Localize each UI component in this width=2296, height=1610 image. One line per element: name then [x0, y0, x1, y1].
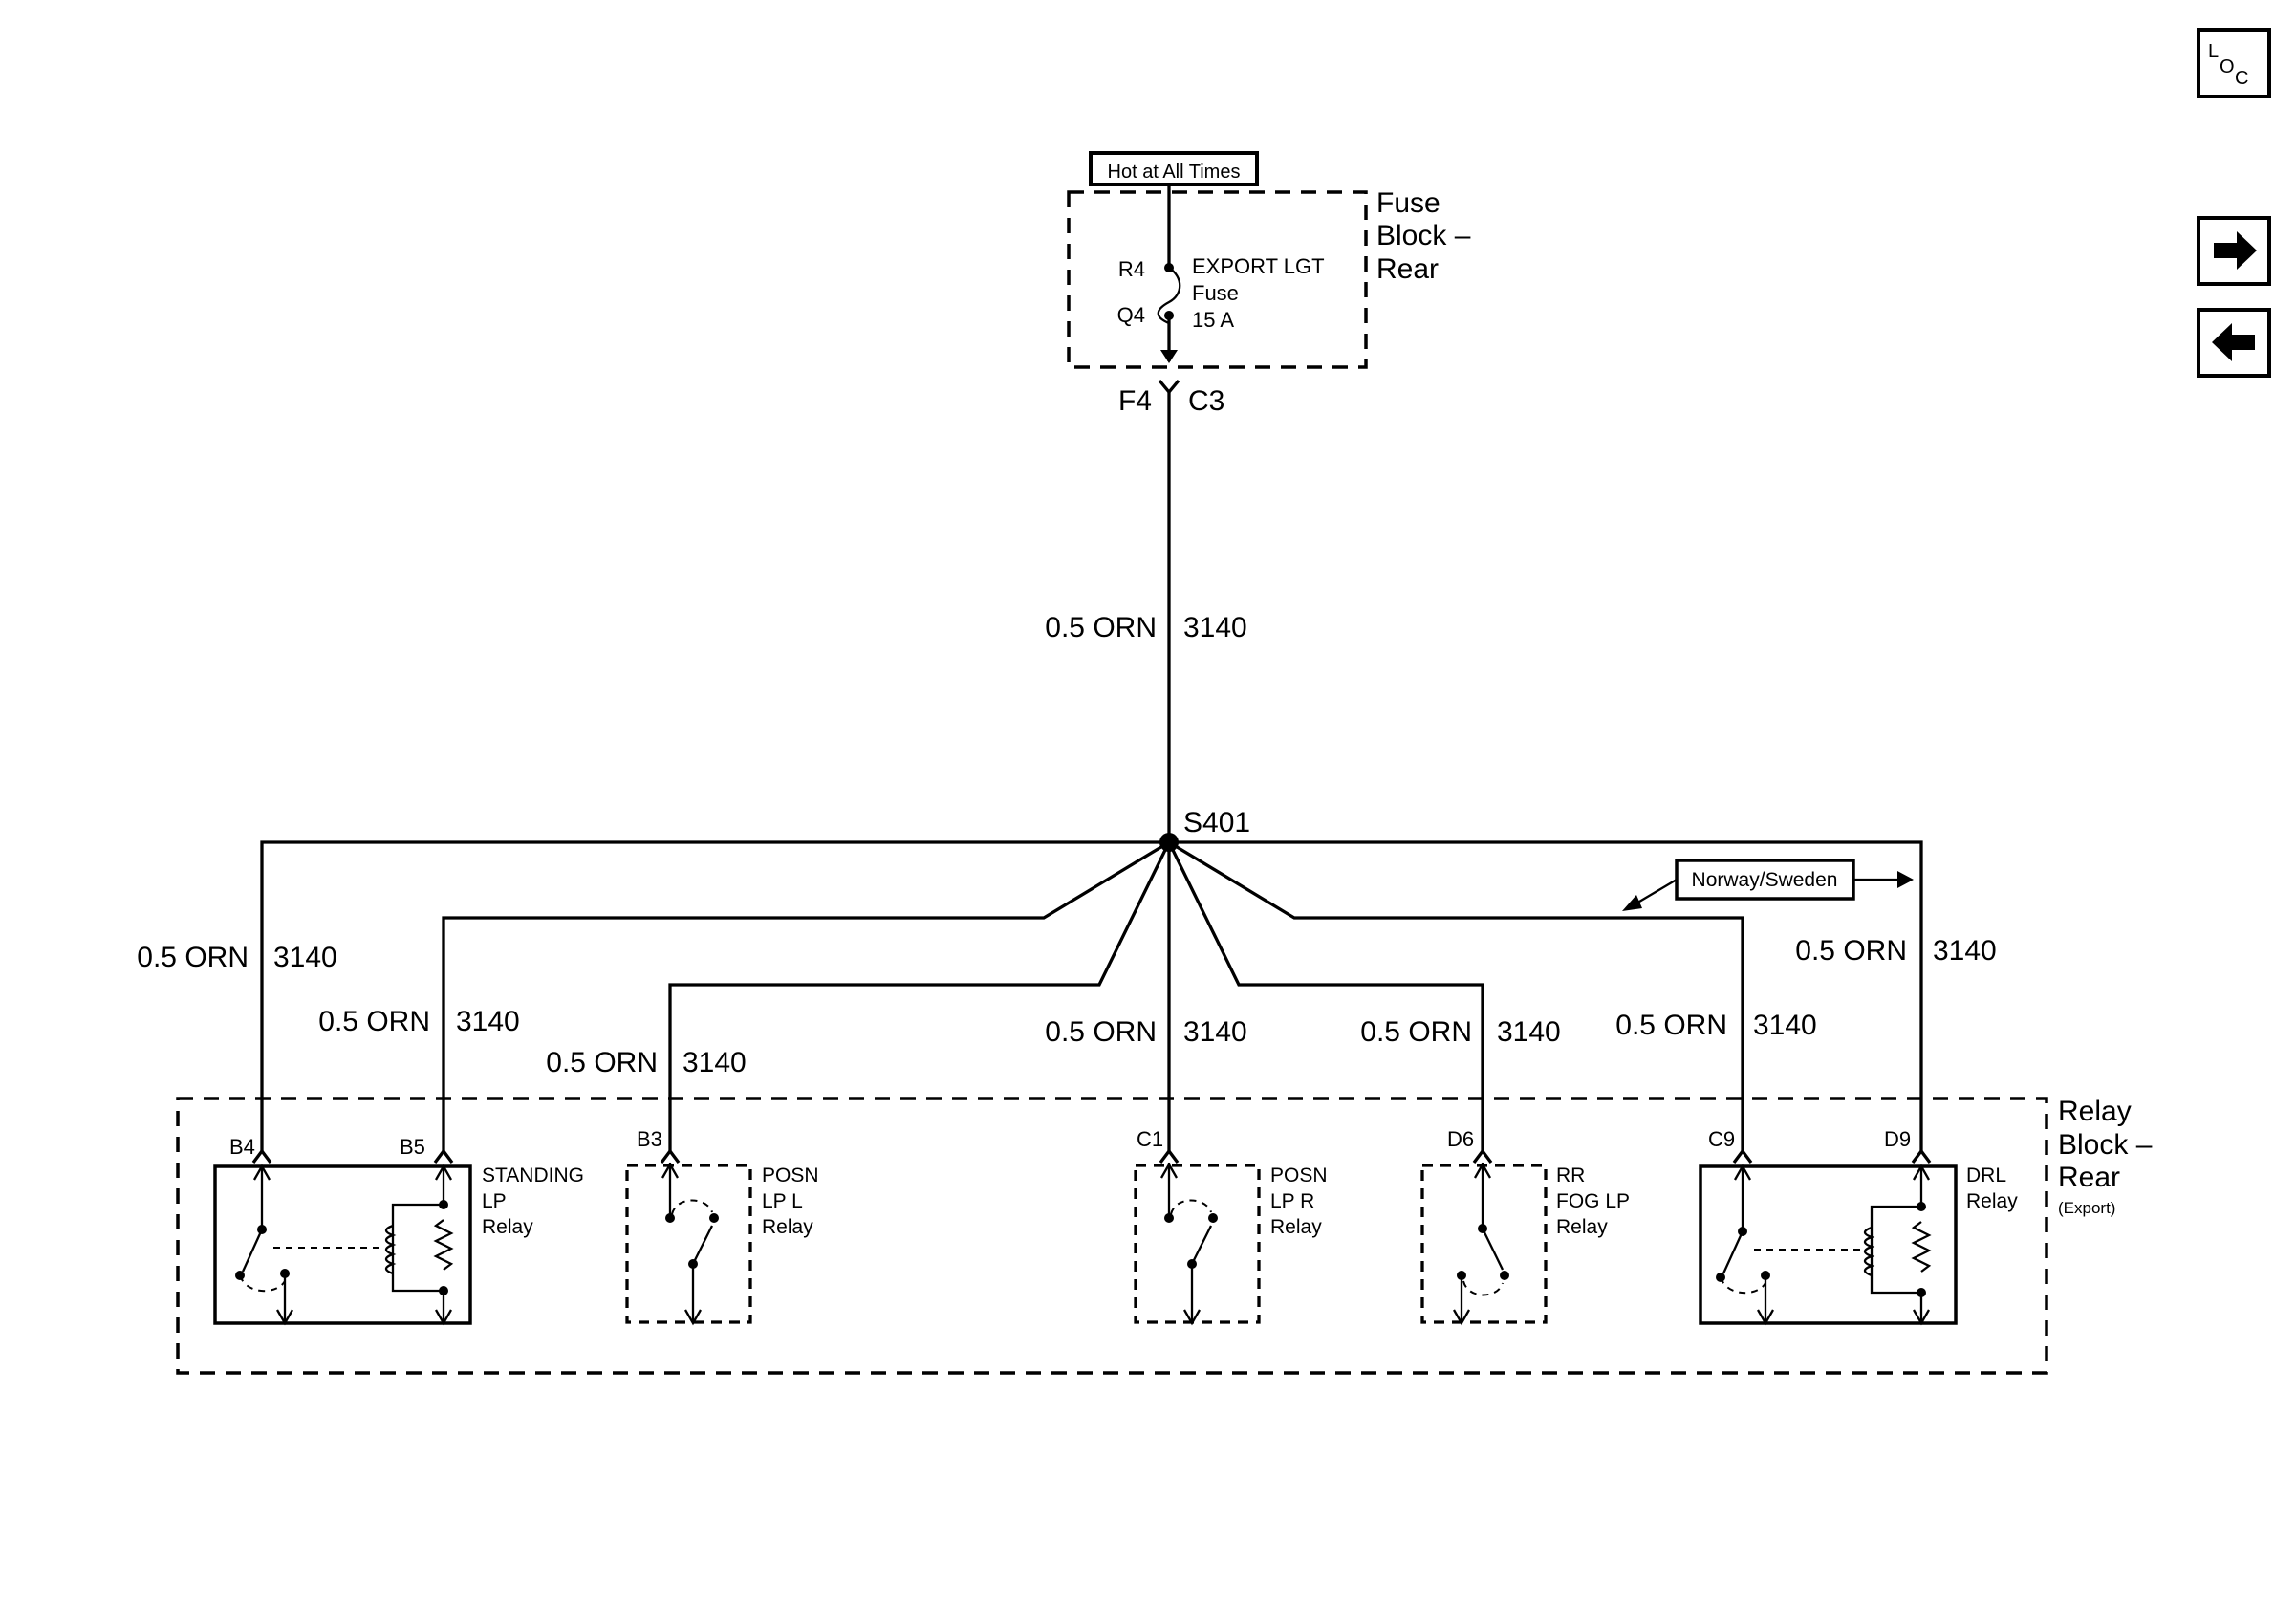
svg-text:Rear: Rear	[1376, 253, 1439, 285]
svg-text:3140: 3140	[682, 1047, 747, 1078]
location-icon[interactable]: L O C	[2197, 28, 2271, 98]
svg-text:3140: 3140	[1183, 1016, 1247, 1048]
wire-label-gauge: 0.5 ORN	[1045, 612, 1157, 643]
svg-text:0.5 ORN: 0.5 ORN	[318, 1006, 430, 1037]
svg-text:O: O	[2220, 56, 2235, 77]
drl-relay: DRL Relay	[1699, 1164, 2018, 1326]
svg-text:Relay: Relay	[2058, 1096, 2132, 1127]
connector-pin: F4	[1118, 385, 1152, 417]
fuse-name: EXPORT LGT	[1192, 254, 1325, 278]
norway-sweden-option: Norway/Sweden	[1622, 859, 1914, 911]
svg-text:3140: 3140	[1497, 1016, 1561, 1048]
svg-text:C9: C9	[1708, 1127, 1735, 1151]
svg-text:Relay: Relay	[1270, 1216, 1322, 1238]
fuse-pin-bottom: Q4	[1117, 303, 1145, 327]
connector-symbol	[1158, 379, 1180, 395]
svg-text:C1: C1	[1137, 1127, 1163, 1151]
fuse-rating: 15 A	[1192, 308, 1234, 332]
wire-label-circuit: 3140	[1183, 612, 1247, 643]
svg-text:Relay: Relay	[1556, 1216, 1608, 1238]
fuse-block-title: Fuse Block – Rear	[1376, 187, 1471, 285]
svg-text:Rear: Rear	[2058, 1162, 2120, 1193]
relay-coil-icon	[384, 1224, 397, 1275]
svg-text:Relay: Relay	[482, 1216, 533, 1238]
svg-text:Relay: Relay	[1966, 1190, 2018, 1212]
svg-text:POSN: POSN	[1270, 1164, 1328, 1186]
svg-text:3140: 3140	[1753, 1010, 1817, 1041]
relay-block-title: Relay Block – Rear (Export)	[2058, 1096, 2153, 1217]
relay-pin-labels: B4 B5 B3 C1 D6 C9 D9	[229, 1127, 1911, 1159]
svg-text:POSN: POSN	[762, 1164, 819, 1186]
svg-text:STANDING: STANDING	[482, 1164, 584, 1186]
fuse-pin-top: R4	[1118, 257, 1145, 281]
standing-lp-relay: STANDING LP Relay	[213, 1164, 584, 1326]
svg-text:B5: B5	[400, 1135, 425, 1159]
svg-text:Relay: Relay	[762, 1216, 813, 1238]
next-page-arrow-icon[interactable]	[2197, 216, 2271, 286]
svg-text:0.5 ORN: 0.5 ORN	[1615, 1010, 1727, 1041]
branch-wires	[260, 840, 1923, 1151]
fuse-block-outline	[1067, 190, 1368, 369]
svg-text:LP R: LP R	[1270, 1190, 1314, 1212]
svg-text:Block –: Block –	[1376, 220, 1471, 251]
svg-text:L: L	[2208, 41, 2219, 62]
relay-switch-icon	[691, 1225, 714, 1265]
svg-text:D9: D9	[1884, 1127, 1911, 1151]
svg-text:Block –: Block –	[2058, 1129, 2153, 1161]
svg-text:(Export): (Export)	[2058, 1199, 2115, 1217]
svg-text:C: C	[2235, 68, 2248, 89]
svg-text:DRL: DRL	[1966, 1164, 2006, 1186]
posn-lp-r-relay: POSN LP R Relay	[1134, 1162, 1328, 1326]
relay-pin-connectors	[251, 1148, 1932, 1164]
posn-lp-l-relay: POSN LP L Relay	[625, 1162, 819, 1326]
svg-text:0.5 ORN: 0.5 ORN	[1360, 1016, 1472, 1048]
relay-switch-icon	[241, 1229, 264, 1273]
svg-text:3140: 3140	[456, 1006, 520, 1037]
svg-text:Hot at All Times: Hot at All Times	[1108, 162, 1241, 183]
svg-text:B3: B3	[637, 1127, 662, 1151]
fuse-word: Fuse	[1192, 281, 1239, 305]
svg-text:3140: 3140	[1933, 935, 1997, 967]
svg-text:B4: B4	[229, 1135, 255, 1159]
previous-page-arrow-icon[interactable]	[2197, 308, 2271, 378]
resistor-icon	[433, 1219, 454, 1271]
svg-text:Norway/Sweden: Norway/Sweden	[1692, 869, 1838, 891]
branch-wire-labels: 0.5 ORN 3140 0.5 ORN 3140 0.5 ORN 3140 0…	[137, 935, 1996, 1078]
relay-coil-icon	[1863, 1226, 1875, 1277]
svg-text:0.5 ORN: 0.5 ORN	[1045, 1016, 1157, 1048]
connector-id: C3	[1188, 385, 1224, 417]
relay-switch-icon	[1481, 1228, 1505, 1271]
svg-text:FOG LP: FOG LP	[1556, 1190, 1630, 1212]
svg-text:0.5 ORN: 0.5 ORN	[137, 942, 249, 973]
svg-text:Fuse: Fuse	[1376, 187, 1440, 219]
svg-text:0.5 ORN: 0.5 ORN	[546, 1047, 658, 1078]
svg-text:RR: RR	[1556, 1164, 1585, 1186]
relay-switch-icon	[1190, 1225, 1213, 1265]
relay-switch-icon	[1722, 1230, 1744, 1274]
svg-text:0.5 ORN: 0.5 ORN	[1795, 935, 1907, 967]
fuse-element-icon	[1157, 267, 1181, 325]
relay-block-outline	[176, 1097, 2048, 1375]
hot-at-all-times-label: Hot at All Times	[1089, 151, 1259, 186]
svg-text:LP L: LP L	[762, 1190, 803, 1212]
svg-text:3140: 3140	[273, 942, 337, 973]
splice-label: S401	[1183, 807, 1250, 838]
resistor-icon	[1911, 1221, 1932, 1273]
svg-text:LP: LP	[482, 1190, 507, 1212]
svg-text:D6: D6	[1447, 1127, 1474, 1151]
rr-fog-lp-relay: RR FOG LP Relay	[1420, 1162, 1630, 1326]
